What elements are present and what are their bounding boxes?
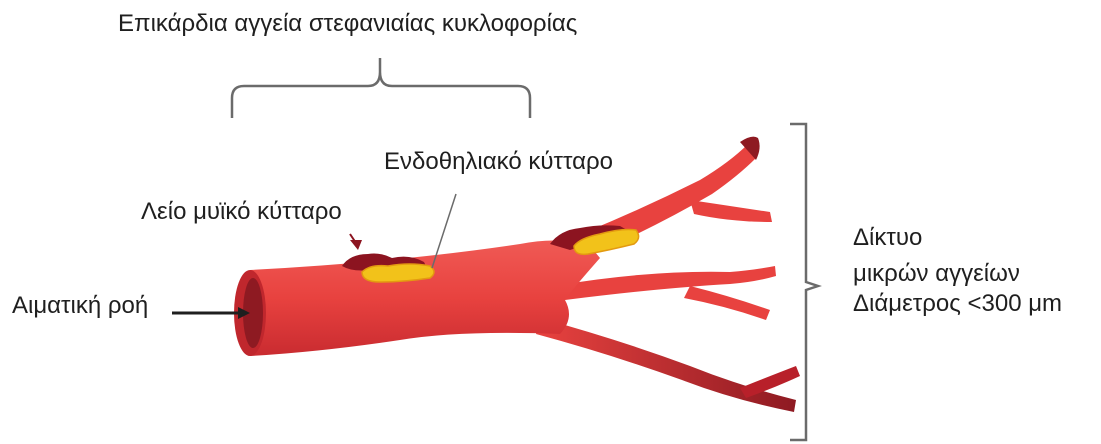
network-label-line3: Διάμετρος <300 μm — [853, 292, 1062, 316]
blood-flow-label: Αιματική ροή — [12, 294, 148, 318]
endothelial-cell — [362, 264, 434, 282]
epicardial-bracket — [232, 58, 530, 118]
diagram-title: Επικάρδια αγγεία στεφανιαίας κυκλοφορίας — [118, 12, 577, 36]
endothelial-label: Ενδοθηλιακό κύτταρο — [384, 150, 613, 174]
network-label-line2: μικρών αγγείων — [853, 262, 1020, 286]
microvessel-bracket — [790, 124, 818, 440]
network-label-line1: Δίκτυο — [853, 226, 922, 250]
vessel-trunk — [250, 240, 600, 356]
smooth-muscle-label: Λείο μυϊκό κύτταρο — [141, 200, 342, 224]
